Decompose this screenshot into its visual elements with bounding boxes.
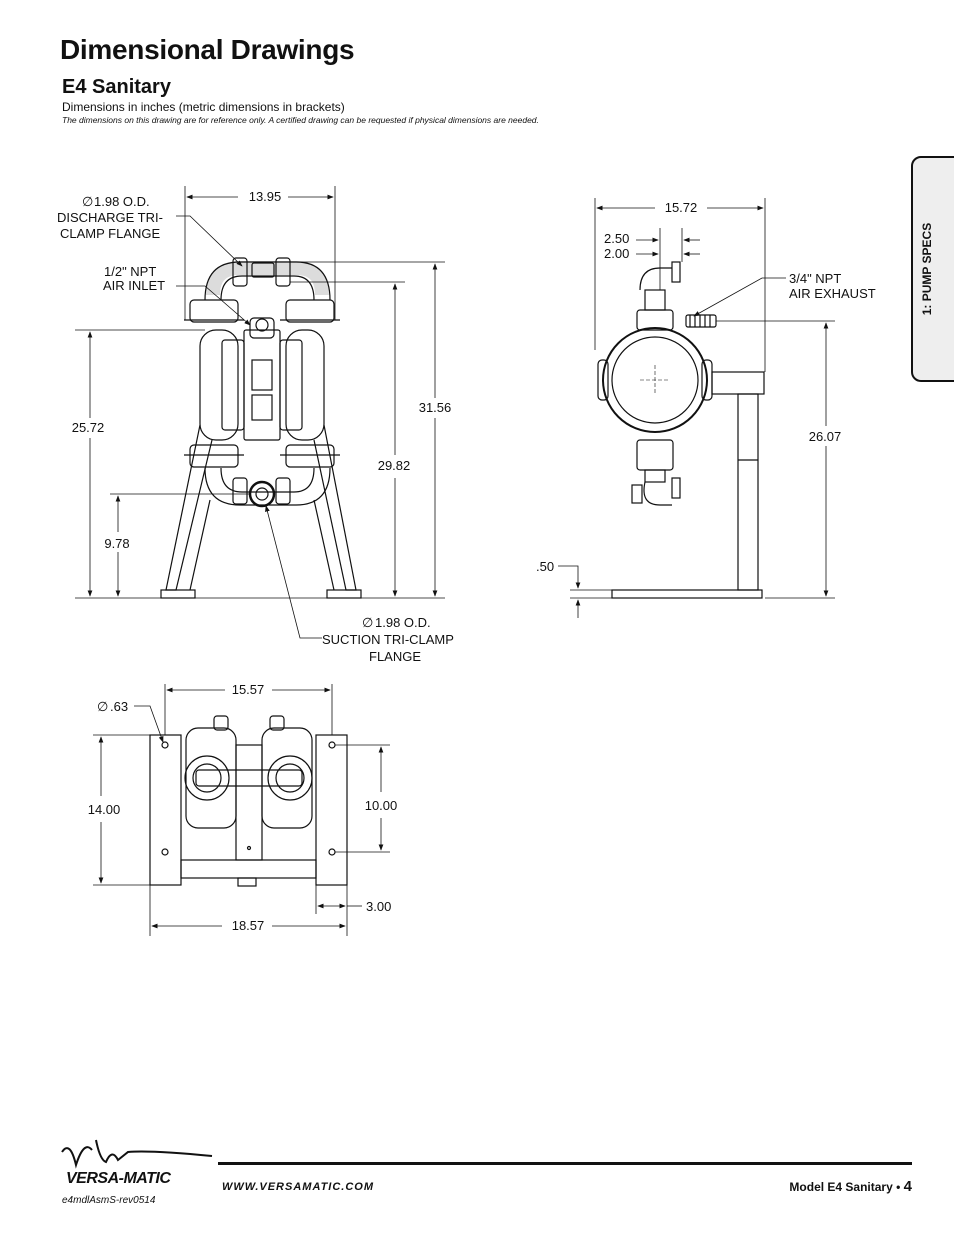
dim-offset-b: 2.00 [604,246,629,261]
top-view-labels: ∅ .63 15.57 14.00 10.00 3.00 18.57 [88,682,398,933]
discharge-callout-line2: DISCHARGE TRI- [57,210,163,225]
document-revision: e4mdlAsmS-rev0514 [62,1195,156,1206]
side-view-labels: 15.72 2.50 2.00 3/4" NPT AIR EXHAUST 26.… [536,200,876,574]
page-number: 4 [903,1178,912,1195]
top-pump-body [149,715,348,887]
footer-divider [218,1162,912,1165]
dim-base-thickness: .50 [536,559,554,574]
suction-dia-symbol: ∅ [362,615,373,630]
side-view [558,198,835,618]
air-inlet-callout-line2: AIR INLET [103,278,165,293]
suction-callout-line1: 1.98 O.D. [375,615,431,630]
dim-front-width: 13.95 [249,189,282,204]
section-side-tab[interactable]: 1: PUMP SPECS [911,156,954,382]
brand-logo: VERSA-MATIC [66,1170,171,1187]
front-pump-body [160,257,362,599]
footer-website[interactable]: WWW.VERSAMATIC.COM [222,1181,375,1193]
suction-callout-line2: SUCTION TRI-CLAMP [322,632,454,647]
exhaust-callout-line1: 3/4" NPT [789,271,841,286]
footer-model: Model E4 Sanitary • 4 [789,1178,912,1195]
side-pump-body [597,261,765,599]
discharge-dia-symbol: ∅ [82,194,93,209]
dim-base-depth: 14.00 [88,802,121,817]
top-view [93,684,390,936]
dim-height-discharge: 29.82 [378,458,411,473]
suction-callout-line3: FLANGE [369,649,421,664]
front-view [75,186,445,639]
exhaust-callout-line2: AIR EXHAUST [789,286,876,301]
dim-height-air-inlet: 25.72 [72,420,105,435]
dim-offset-a: 2.50 [604,231,629,246]
dim-hole-spacing-y: 10.00 [365,798,398,813]
hole-dia-symbol: ∅ [97,699,108,714]
units-note: Dimensions in inches (metric dimensions … [62,100,345,114]
versa-matic-logo-mark [61,1139,213,1169]
footer-model-label: Model E4 Sanitary • [789,1180,901,1194]
dim-hole-dia: .63 [110,699,128,714]
dim-height-overall: 31.56 [419,400,452,415]
section-title: E4 Sanitary [62,76,171,98]
discharge-callout-line1: 1.98 O.D. [94,194,150,209]
dim-foot-width: 3.00 [366,899,391,914]
air-inlet-callout-line1: 1/2" NPT [104,264,156,279]
dim-height-exhaust: 26.07 [809,429,842,444]
disclaimer-note: The dimensions on this drawing are for r… [62,115,539,125]
dim-hole-spacing-x: 15.57 [232,682,265,697]
front-view-labels: 13.95 ∅ 1.98 O.D. DISCHARGE TRI- CLAMP F… [57,189,454,664]
page-title: Dimensional Drawings [60,34,355,65]
dim-side-width: 15.72 [665,200,698,215]
dim-base-width: 18.57 [232,918,265,933]
dim-height-suction: 9.78 [104,536,129,551]
discharge-callout-line3: CLAMP FLANGE [60,226,161,241]
